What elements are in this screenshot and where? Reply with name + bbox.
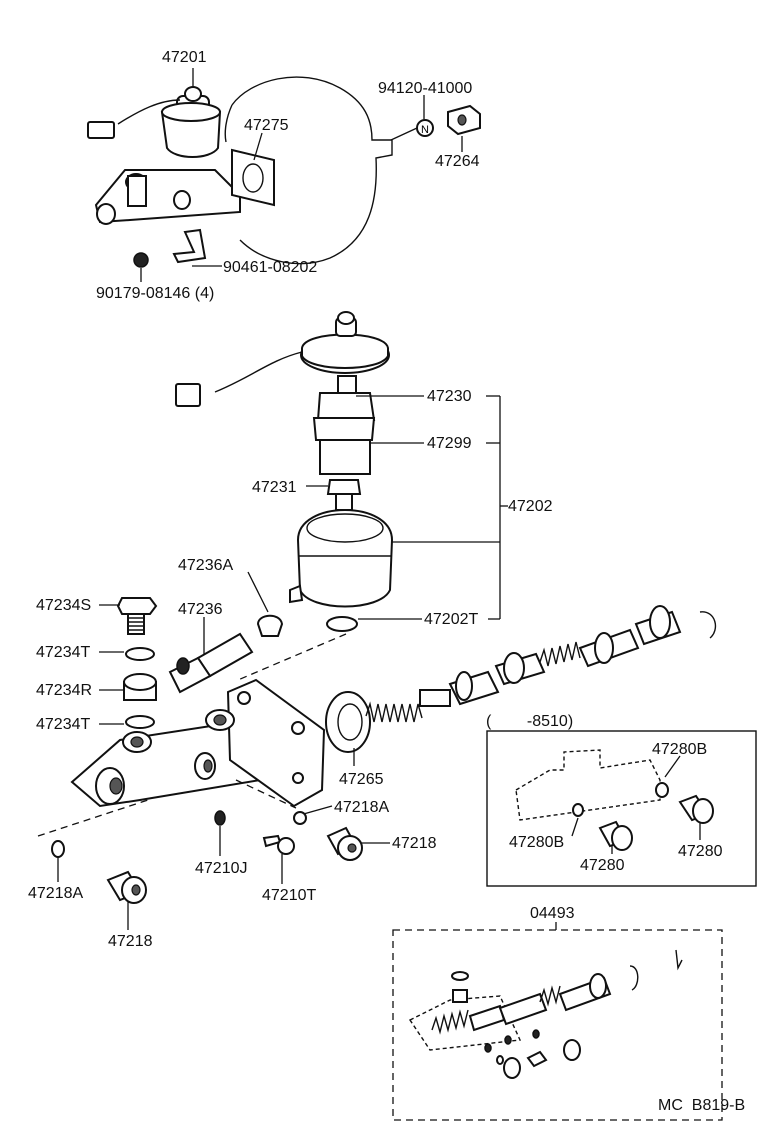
label-47236: 47236 (178, 601, 223, 618)
label-47264: 47264 (435, 153, 480, 170)
label-47275: 47275 (244, 117, 289, 134)
group-bracket-47202 (237, 395, 508, 681)
reservoir-exploded (175, 311, 394, 632)
brake-booster-drawing (224, 76, 393, 265)
label-47210J: 47210J (195, 860, 248, 877)
leaders-left (99, 571, 269, 725)
label-04493: 04493 (530, 905, 575, 922)
label-47234T-lower: 47234T (36, 716, 90, 733)
master-cylinder-assembly-top: N (87, 86, 481, 268)
master-cylinder-body (37, 678, 326, 837)
label-47234R: 47234R (36, 682, 92, 699)
label-90461-08202: 90461-08202 (223, 259, 317, 276)
label-47218A-lower: 47218A (28, 885, 83, 902)
label-47231: 47231 (252, 479, 297, 496)
label-47218-lower: 47218 (108, 933, 153, 950)
small-fittings (51, 810, 363, 904)
label-47230: 47230 (427, 388, 472, 405)
label-47202T: 47202T (424, 611, 478, 628)
footer-code: MC B819-B (658, 1097, 745, 1114)
label-47280-right: 47280 (678, 843, 723, 860)
label-47280-left: 47280 (580, 857, 625, 874)
label-47234S: 47234S (36, 597, 91, 614)
label-47265: 47265 (339, 771, 384, 788)
leaders-middle (57, 748, 390, 930)
svg-text:N: N (421, 124, 429, 136)
label-47280B-upper: 47280B (652, 741, 707, 758)
label-47210T: 47210T (262, 887, 316, 904)
label-47236A: 47236A (178, 557, 233, 574)
label-8510-range: ( -8510) (486, 713, 573, 730)
part-labels: 47201 94120-41000 47275 47264 90461-0820… (28, 49, 745, 1114)
label-90179-08146: 90179-08146 (4) (96, 285, 214, 302)
label-47299: 47299 (427, 435, 472, 452)
label-47218A-upper: 47218A (334, 799, 389, 816)
piston-assembly (325, 605, 717, 753)
label-47234T-upper: 47234T (36, 644, 90, 661)
kit-04493 (392, 922, 723, 1121)
label-94120-41000: 94120-41000 (378, 80, 472, 97)
label-47201: 47201 (162, 49, 207, 66)
leaders-top (140, 68, 463, 282)
union-fittings (116, 597, 284, 729)
label-47218-upper: 47218 (392, 835, 437, 852)
inset-8510 (486, 730, 757, 887)
label-47202: 47202 (508, 498, 553, 515)
label-47280B-lower: 47280B (509, 834, 564, 851)
